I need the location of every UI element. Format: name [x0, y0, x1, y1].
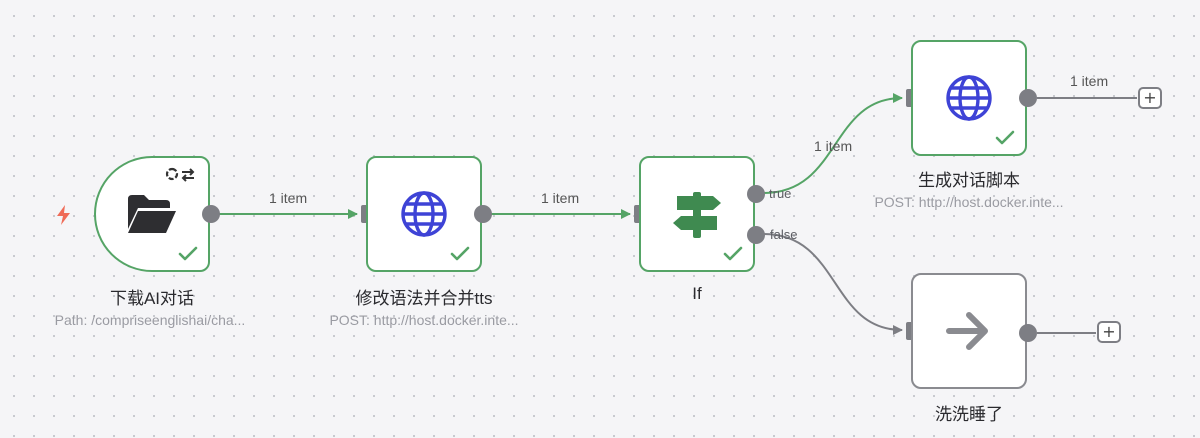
- input-handle[interactable]: [634, 205, 643, 223]
- node-if[interactable]: [639, 156, 755, 272]
- input-handle[interactable]: [906, 322, 915, 340]
- folder-open-icon: [128, 195, 176, 233]
- edge-item-count: 1 item: [269, 190, 308, 206]
- edge-item-count: 1 item: [1070, 73, 1109, 89]
- add-node-button[interactable]: +: [1097, 321, 1121, 343]
- node-subtitle: POST: http://host.docker.inte...: [329, 312, 519, 328]
- output-handle[interactable]: [474, 205, 492, 223]
- success-check-icon: [995, 130, 1015, 145]
- branch-true-label: true: [769, 186, 792, 201]
- output-handle[interactable]: [202, 205, 220, 223]
- add-node-button[interactable]: +: [1138, 87, 1162, 109]
- globe-icon: [946, 75, 992, 121]
- success-check-icon: [450, 246, 470, 261]
- node-title: If: [692, 284, 702, 303]
- success-check-icon: [178, 246, 198, 261]
- node-download-ai-chat[interactable]: [94, 156, 210, 272]
- output-handle[interactable]: [1019, 324, 1037, 342]
- success-check-icon: [723, 246, 743, 261]
- edge-item-count: 1 item: [541, 190, 580, 206]
- node-generate-dialog-script[interactable]: [911, 40, 1027, 156]
- globe-icon: [401, 191, 447, 237]
- output-handle-false[interactable]: [747, 226, 765, 244]
- edge-if-false-to-sleep[interactable]: [763, 233, 903, 335]
- node-title: 修改语法并合并tts: [355, 289, 493, 308]
- loop-icon: [165, 167, 195, 182]
- node-title: 洗洗睡了: [935, 405, 1003, 424]
- node-title: 下载AI对话: [109, 289, 195, 308]
- node-go-to-sleep[interactable]: [911, 273, 1027, 389]
- input-handle[interactable]: [906, 89, 915, 107]
- input-handle[interactable]: [361, 205, 370, 223]
- node-subtitle: Path: /compriseenglishai/cha...: [54, 312, 246, 328]
- signpost-icon: [673, 192, 721, 238]
- edge-if-true-to-script[interactable]: [763, 93, 903, 194]
- arrow-right-icon: [946, 312, 988, 350]
- branch-false-label: false: [770, 227, 798, 242]
- trigger-bolt-icon: [57, 205, 70, 225]
- node-title: 生成对话脚本: [918, 171, 1020, 190]
- edge-item-count: 1 item: [814, 138, 853, 154]
- output-handle-true[interactable]: [747, 185, 765, 203]
- output-handle[interactable]: [1019, 89, 1037, 107]
- node-modify-grammar-merge-tts[interactable]: [366, 156, 482, 272]
- node-subtitle: POST: http://host.docker.inte...: [874, 194, 1064, 210]
